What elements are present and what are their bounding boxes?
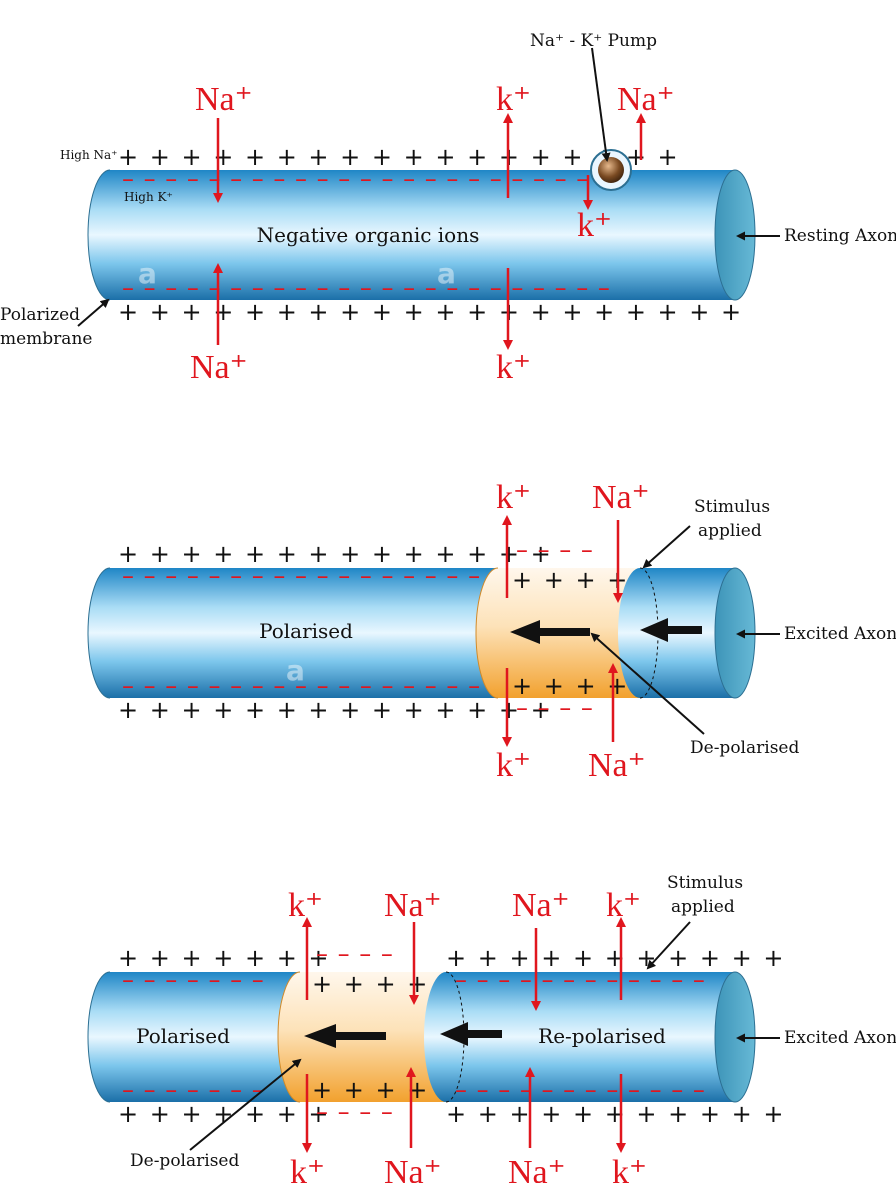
stimulus-label-1: Stimulus bbox=[694, 497, 770, 517]
high-na-label: High Na⁺ bbox=[60, 148, 118, 162]
membrane-pointer bbox=[77, 298, 110, 327]
plus-signs-inner-bottom: + + + + bbox=[512, 672, 629, 700]
plus-signs-top-right: + + + + + + + + + + + bbox=[446, 944, 786, 972]
depolarised-pointer bbox=[590, 632, 705, 735]
minus-signs-outer-bottom: – – – – bbox=[316, 1098, 394, 1126]
k-label-bottom: k⁺ bbox=[496, 747, 531, 784]
plus-signs-bottom: + + + + + + + + + + + + + + bbox=[118, 696, 553, 724]
excited-axon-label: Excited Axon bbox=[784, 624, 896, 644]
pump-pointer bbox=[591, 47, 611, 162]
minus-signs-outer-top: – – – – bbox=[516, 536, 594, 564]
k-label-bottom-1: k⁺ bbox=[290, 1154, 325, 1183]
depolarised-label: De-polarised bbox=[130, 1151, 239, 1171]
watermark: a bbox=[138, 257, 157, 290]
plus-signs-top: + + + + + + + + + + + + + + + + + + bbox=[118, 143, 680, 171]
minus-signs-top-left: – – – – – – – bbox=[122, 966, 265, 994]
minus-signs-bottom-left: – – – – – – – bbox=[122, 1076, 265, 1104]
na-label-top-left: Na⁺ bbox=[195, 81, 253, 118]
polarised-label: Polarised bbox=[136, 1024, 230, 1048]
axon-tube bbox=[88, 170, 735, 300]
panel-excited-axon-2: + + + + + + + + + + + + + + + + + + + + … bbox=[87, 873, 896, 1183]
plus-signs-inner-top: + + + + bbox=[512, 566, 629, 594]
depolarised-pointer bbox=[189, 1058, 302, 1151]
minus-signs-bottom-right: – – – – – – – – – – – – bbox=[455, 1076, 706, 1104]
plus-signs-bottom: + + + + + + + + + + + + + + + + + + + + bbox=[118, 298, 743, 326]
plus-signs-bottom-right: + + + + + + + + + + + bbox=[446, 1100, 786, 1128]
k-label-bottom-2: k⁺ bbox=[612, 1154, 647, 1183]
panel-excited-axon-1: a + + + + + + + + + + + + + + + + + + + … bbox=[87, 479, 896, 784]
high-k-label: High K⁺ bbox=[124, 190, 173, 204]
plus-signs-top: + + + + + + + + + + + + + + bbox=[118, 540, 553, 568]
propagation-arrow-left bbox=[304, 1024, 386, 1048]
plus-signs-top-left: + + + + + + + bbox=[118, 944, 331, 972]
propagation-arrow-left bbox=[510, 620, 590, 644]
k-label-top: k⁺ bbox=[496, 81, 531, 118]
na-label-bottom-1: Na⁺ bbox=[384, 1154, 442, 1183]
axon-tube-polarised bbox=[88, 568, 498, 698]
negative-ions-label: Negative organic ions bbox=[257, 223, 480, 247]
watermark: a bbox=[286, 654, 305, 687]
axon-start-cap bbox=[87, 971, 111, 1103]
minus-signs-top: – – – – – – – – – – – – – – – – – bbox=[122, 562, 481, 590]
k-label-top-2: k⁺ bbox=[606, 887, 641, 924]
na-label-bottom-2: Na⁺ bbox=[508, 1154, 566, 1183]
propagation-arrow-right bbox=[640, 618, 702, 642]
minus-signs-top: – – – – – – – – – – – – – – – – – – – – … bbox=[122, 165, 611, 193]
stimulus-pointer bbox=[642, 525, 691, 569]
axon-tube-polarised bbox=[88, 972, 300, 1102]
na-label-top: Na⁺ bbox=[592, 479, 650, 516]
na-label-top-1: Na⁺ bbox=[384, 887, 442, 924]
minus-signs-top-right: – – – – – – – – – – – – bbox=[455, 966, 706, 994]
resting-axon-label: Resting Axon bbox=[784, 226, 896, 246]
stimulus-label-2: applied bbox=[698, 521, 762, 541]
pump-core bbox=[598, 157, 624, 183]
stimulus-label-2: applied bbox=[671, 897, 735, 917]
depolarised-label: De-polarised bbox=[690, 738, 799, 758]
minus-signs-bottom: – – – – – – – – – – – – – – – – – bbox=[122, 672, 481, 700]
axon-depolarised-edge bbox=[277, 971, 301, 1103]
plus-signs-inner-top: + + + + bbox=[312, 970, 429, 998]
k-label-pump: k⁺ bbox=[577, 207, 612, 244]
minus-signs-outer-top: – – – – bbox=[316, 940, 394, 968]
excited-axon-label: Excited Axon bbox=[784, 1028, 896, 1048]
plus-signs-bottom-left: + + + + + + + bbox=[118, 1100, 331, 1128]
k-label-bottom: k⁺ bbox=[496, 349, 531, 386]
k-label-top-1: k⁺ bbox=[288, 887, 323, 924]
axon-tube-repolarised bbox=[424, 972, 735, 1102]
na-label-bottom: Na⁺ bbox=[588, 747, 646, 784]
axon-start-cap bbox=[87, 169, 111, 301]
pump-label: Na⁺ - K⁺ Pump bbox=[530, 31, 657, 51]
polarized-membrane-label-1: Polarized bbox=[0, 305, 80, 325]
propagation-arrow-right bbox=[440, 1022, 502, 1046]
axon-start-cap bbox=[87, 567, 111, 699]
watermark: a bbox=[437, 257, 456, 290]
na-label-top-right: Na⁺ bbox=[617, 81, 675, 118]
k-label-top: k⁺ bbox=[496, 479, 531, 516]
na-label-top-2: Na⁺ bbox=[512, 887, 570, 924]
minus-signs-outer-bottom: – – – – bbox=[516, 694, 594, 722]
plus-signs-inner-bottom: + + + + bbox=[312, 1076, 429, 1104]
polarised-label: Polarised bbox=[259, 619, 353, 643]
na-label-bottom: Na⁺ bbox=[190, 349, 248, 386]
minus-signs-bottom: – – – – – – – – – – – – – – – – – – – – … bbox=[122, 274, 611, 302]
stimulus-label-1: Stimulus bbox=[667, 873, 743, 893]
repolarised-label: Re-polarised bbox=[538, 1024, 666, 1048]
stimulus-pointer bbox=[646, 921, 691, 970]
panel-resting-axon: a a + + + + + + + + + + + + + + + + + + … bbox=[0, 31, 896, 386]
axon-depolarised-edge bbox=[475, 567, 499, 699]
polarized-membrane-label-2: membrane bbox=[0, 329, 92, 349]
